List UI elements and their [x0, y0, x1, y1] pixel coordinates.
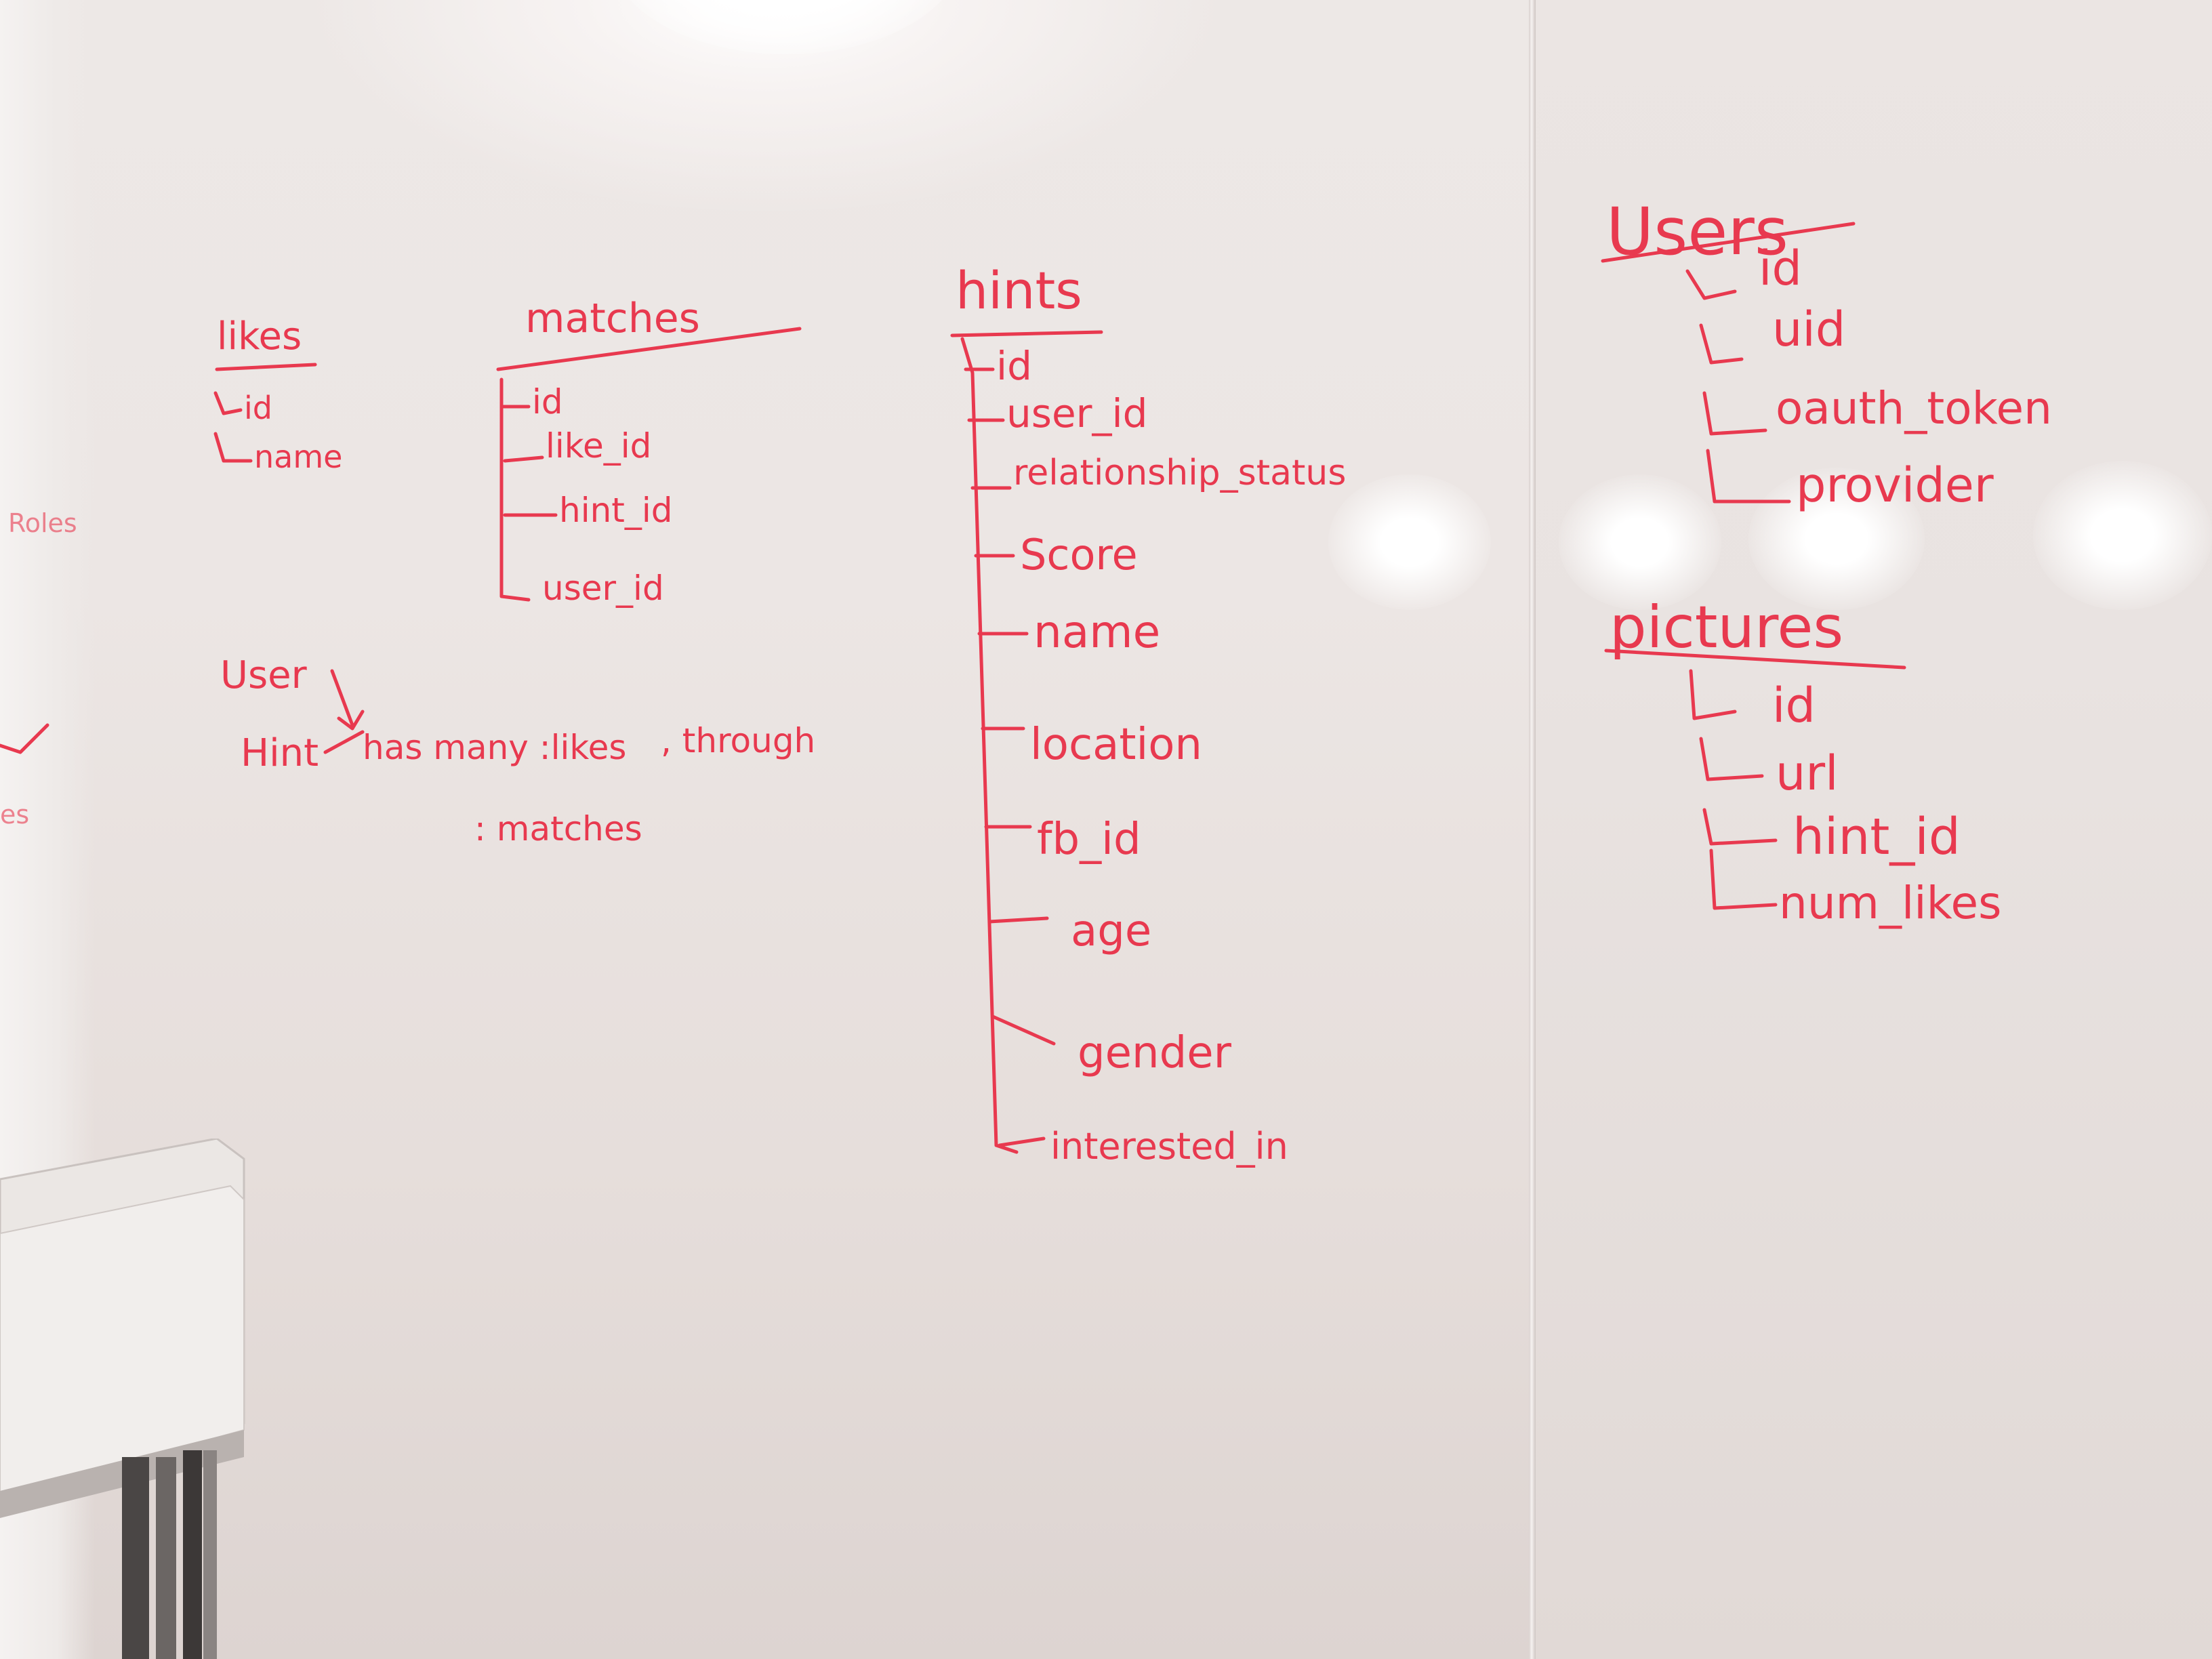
hints-field-7: age: [1071, 906, 1151, 956]
users-underline: [1601, 222, 1856, 263]
users-arrow-2: [1699, 323, 1744, 365]
edge-checkmark: [0, 723, 49, 754]
pictures-arrow-4: [1709, 848, 1778, 910]
pictures-arrow-3: [1702, 808, 1778, 846]
users-table: Users id uid oauth_token provider: [1601, 194, 2052, 513]
pictures-arrow-1: [1689, 669, 1737, 720]
hints-field-6: fb_id: [1037, 815, 1141, 865]
hints-arrow-9: [991, 1015, 1056, 1046]
light-reflection-1: [1328, 474, 1491, 610]
light-reflection-4: [2033, 461, 2212, 610]
hints-field-1: user_id: [1006, 390, 1147, 436]
hints-field-0: id: [996, 343, 1032, 389]
association-note: User Hint has many :likes , through : ma…: [220, 653, 815, 848]
users-field-1: uid: [1772, 302, 1845, 357]
pictures-table: pictures id url hint_id num_likes: [1604, 594, 2002, 929]
likes-table: likes id name: [213, 314, 342, 475]
association-arrow-right: [323, 730, 365, 754]
hints-arrow-10: [998, 1136, 1046, 1147]
pictures-field-0: id: [1772, 678, 1816, 733]
matches-bracket: [499, 377, 531, 602]
pictures-arrow-2: [1699, 737, 1764, 781]
matches-arrow-2: [503, 455, 544, 463]
users-arrow-3: [1702, 391, 1767, 436]
association-arrow-down: [330, 669, 365, 731]
hints-title: hints: [956, 260, 1082, 321]
users-field-3: provider: [1796, 457, 1994, 513]
edge-text-roles: Roles: [8, 508, 77, 538]
light-reflection-2: [1559, 474, 1721, 610]
likes-field-id: id: [244, 390, 272, 426]
association-through: , through: [661, 721, 815, 760]
users-field-0: id: [1759, 241, 1802, 296]
pictures-field-3: num_likes: [1779, 877, 2002, 929]
likes-field-name: name: [254, 438, 342, 475]
hints-arrow-8: [987, 916, 1049, 924]
association-matches: : matches: [474, 809, 642, 848]
matches-field-hint-id: hint_id: [559, 491, 673, 530]
matches-field-id: id: [532, 382, 563, 422]
likes-arrow-1: [213, 391, 243, 415]
pictures-title: pictures: [1610, 594, 1843, 661]
hints-field-2: relationship_status: [1013, 453, 1346, 493]
whiteboard-seam: [1529, 0, 1536, 1659]
association-user: User: [220, 653, 308, 697]
whiteboard-left-panel: [0, 0, 1533, 1659]
hints-underline: [950, 330, 1103, 337]
hints-field-8: gender: [1078, 1028, 1232, 1078]
matches-field-user-id: user_id: [542, 569, 664, 608]
hints-field-5: location: [1030, 720, 1202, 770]
whiteboard-right-panel: [1533, 0, 2212, 1659]
association-has-many: has many :likes: [363, 728, 626, 767]
pictures-underline: [1604, 649, 1906, 670]
hints-field-3: Score: [1020, 530, 1138, 579]
hints-field-9: interested_in: [1050, 1125, 1288, 1168]
matches-table: matches id like_id hint_id user_id: [496, 295, 802, 608]
likes-title: likes: [217, 314, 302, 359]
users-field-2: oauth_token: [1776, 382, 2052, 434]
hints-field-4: name: [1033, 606, 1160, 658]
pictures-field-1: url: [1776, 745, 1839, 801]
likes-underline: [215, 363, 317, 371]
hints-bracket: [960, 337, 1019, 1154]
association-hint: Hint: [241, 731, 319, 775]
hints-table: hints id user_id relationship_status Sco…: [950, 260, 1346, 1168]
stacked-chairs: [0, 1139, 245, 1659]
matches-underline: [496, 327, 802, 371]
matches-field-like-id: like_id: [546, 426, 651, 466]
likes-arrow-2: [213, 432, 253, 463]
matches-title: matches: [525, 295, 700, 342]
light-reflection-3: [1748, 468, 1925, 610]
users-arrow-1: [1685, 269, 1737, 300]
edge-text-es: es: [0, 800, 29, 830]
users-arrow-4: [1706, 449, 1791, 504]
pictures-field-2: hint_id: [1793, 808, 1961, 866]
